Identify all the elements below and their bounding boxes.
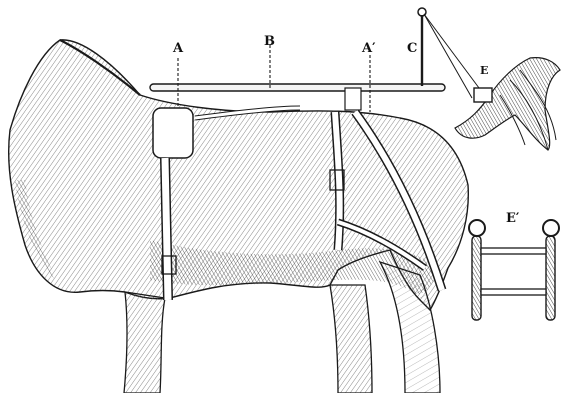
horizontal-bar — [150, 84, 445, 91]
tail-clamp-e — [474, 88, 492, 102]
horse-tail — [455, 58, 560, 150]
saddle-pad — [153, 108, 193, 158]
label-e-prime: E′ — [506, 211, 520, 226]
label-a-prime: A′ — [361, 41, 376, 56]
label-a: A — [172, 41, 184, 56]
detail-e-prime — [469, 220, 559, 320]
label-c: C — [407, 41, 417, 56]
label-b: B — [264, 34, 275, 49]
label-e: E — [480, 64, 488, 77]
